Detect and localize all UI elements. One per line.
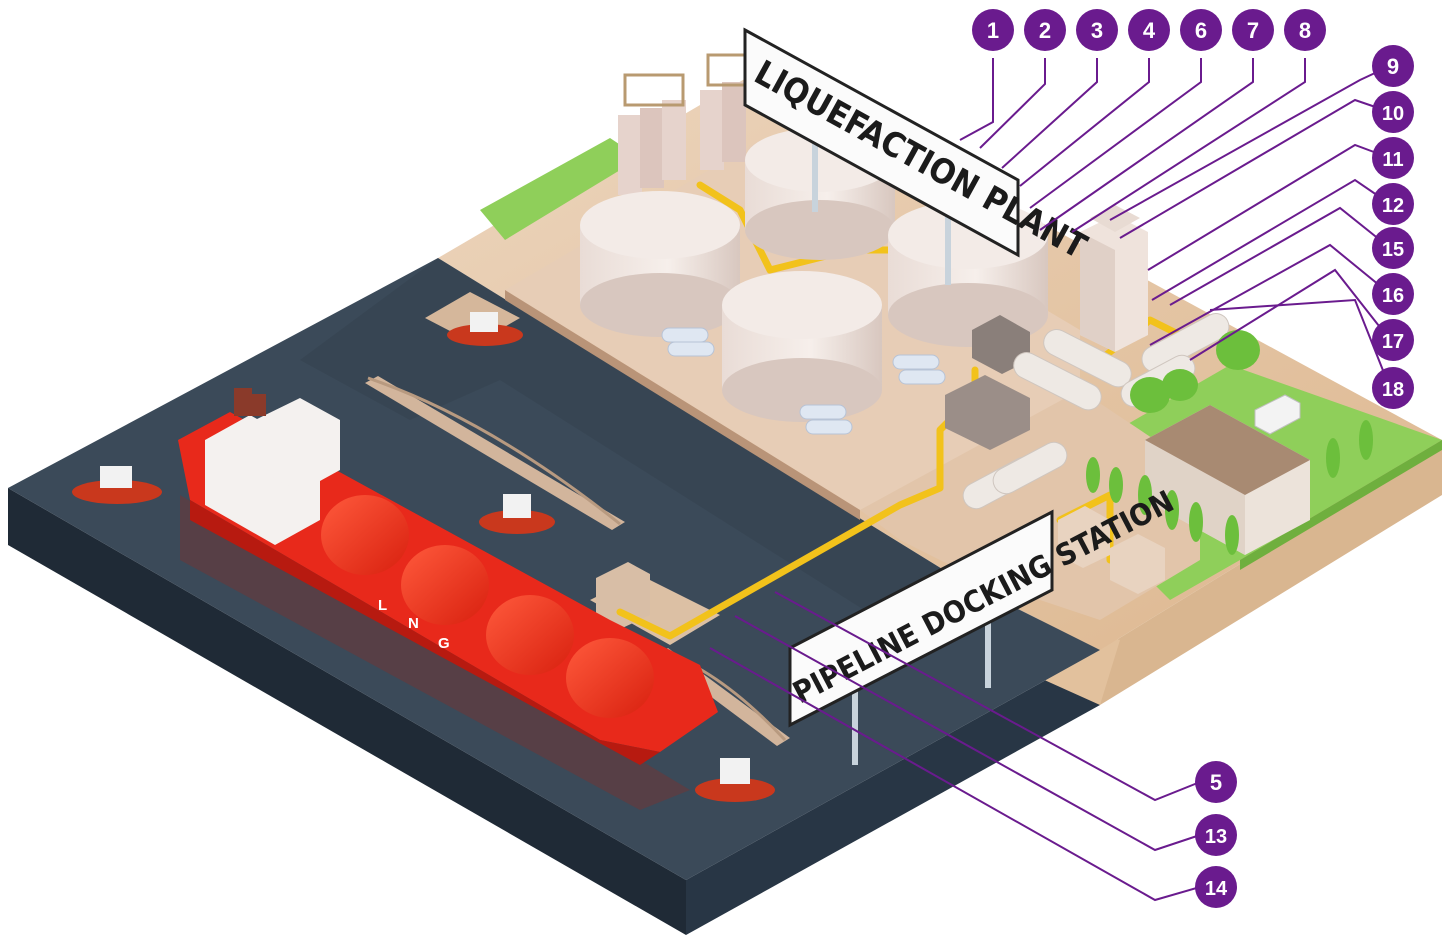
lng-carrier-icon: L N G [178,388,718,810]
basin-water [300,258,960,620]
trestle-bridges [365,376,790,746]
callout-7-label: 7 [1247,18,1259,43]
callout-2-label: 2 [1039,18,1051,43]
silos [618,53,758,195]
trestle-long [365,376,625,530]
callout-10-label: 10 [1382,103,1404,125]
callout-15-label: 15 [1382,239,1404,261]
water-slab-front-face [686,650,1100,935]
callout-12-label: 12 [1382,195,1404,217]
callout-5-label: 5 [1210,770,1222,795]
callout-badges: 1 2 3 4 6 7 8 9 10 11 12 15 16 17 18 5 1… [972,9,1414,908]
storage-tank-front [722,271,882,422]
dock-sign-board [788,509,1054,728]
callout-1-label: 1 [987,18,999,43]
callout-9-label: 9 [1387,54,1399,79]
callout-8: 8 [1284,9,1326,51]
plant-quay-edge [505,290,860,520]
grass-edge [1240,440,1442,570]
silo-group-right [700,53,758,170]
callout-11: 11 [1372,137,1414,179]
callout-6-label: 6 [1195,18,1207,43]
callout-15: 15 [1372,227,1414,269]
ship-letter-g: G [438,635,450,652]
callout-17: 17 [1372,319,1414,361]
callout-12: 12 [1372,183,1414,225]
callout-7: 7 [1232,9,1274,51]
dock-boxes [1058,506,1165,594]
callout-13: 13 [1195,814,1237,856]
callout-5: 5 [1195,761,1237,803]
callout-16: 16 [1372,273,1414,315]
ship-bridge [205,388,340,545]
callout-16-label: 16 [1382,285,1404,307]
admin-area [1086,330,1373,555]
grass-strip-back [480,138,640,240]
callout-13-label: 13 [1205,826,1227,848]
callout-14: 14 [1195,866,1237,908]
water-slab-left-face [8,488,686,935]
truck-icon [1254,394,1301,435]
storage-tank-back [745,128,895,260]
ship-letter-n: N [408,615,419,632]
office-building [1145,405,1310,555]
callout-4: 4 [1128,9,1170,51]
land-side-face [1100,440,1442,705]
callout-8-label: 8 [1299,18,1311,43]
callout-18: 18 [1372,367,1414,409]
tugboats [72,312,775,802]
callout-6: 6 [1180,9,1222,51]
storage-tank-left [580,191,740,337]
tugboat-icon [447,312,523,346]
callout-1: 1 [972,9,1014,51]
tugboat-icon [479,494,555,534]
callout-17-label: 17 [1382,331,1404,353]
callout-9: 9 [1372,45,1414,87]
callout-11-label: 11 [1382,149,1403,171]
lng-domes [321,495,654,718]
callout-leaders [709,58,1391,902]
callout-2: 2 [1024,9,1066,51]
callout-18-label: 18 [1382,379,1404,401]
gas-cylinders-a [661,327,715,357]
silo-group-left [618,73,686,195]
callout-4-label: 4 [1143,18,1156,43]
gas-cylinders-c [799,404,853,435]
callout-14-label: 14 [1205,878,1228,900]
gas-cylinders-b [892,354,946,385]
ship-letter-l: L [378,597,387,614]
tugboat-icon [72,466,162,504]
process-equipment [661,205,1230,594]
callout-10: 10 [1372,91,1414,133]
callout-3: 3 [1076,9,1118,51]
dock-tower [596,562,650,630]
callout-3-label: 3 [1091,18,1103,43]
process-tower [1080,205,1148,352]
plant-sign-board [743,27,1020,258]
tugboat-icon [695,758,775,802]
tree-icon [1086,330,1373,555]
